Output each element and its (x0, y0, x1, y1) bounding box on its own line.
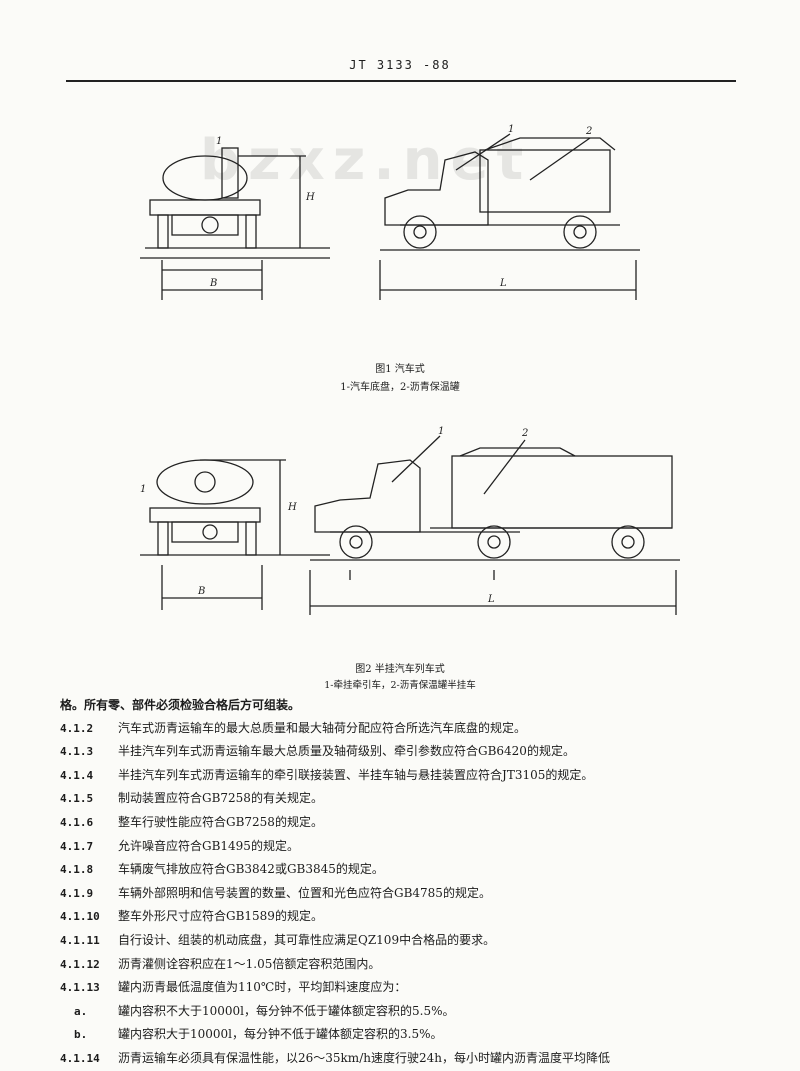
list-item: 4.1.13 罐内沥青最低温度值为110℃时，平均卸料速度应为： (60, 976, 750, 1000)
list-item: 4.1.6 整车行驶性能应符合GB7258的规定。 (60, 811, 750, 835)
figure-1-caption: 图1 汽车式 (375, 364, 425, 375)
page-header-code: JT 3133 -88 (349, 58, 451, 72)
sub-item-letter: a. (74, 1004, 88, 1018)
fig2-label-1: 1 (438, 426, 444, 437)
item-number: 4.1.7 (60, 839, 94, 853)
list-item: 4.1.5 制动装置应符合GB7258的有关规定。 (60, 787, 750, 811)
list-item: 4.1.11 自行设计、组装的机动底盘，其可靠性应满足QZ109中合格品的要求。 (60, 929, 750, 953)
item-number: 4.1.12 (60, 957, 100, 971)
list-item: 4.1.14 沥青运输车必须具有保温性能，以26～35km/h速度行驶24h，每小… (60, 1047, 750, 1071)
fig1-label-b: B (209, 278, 217, 289)
list-item: 4.1.12 沥青灌侧诠容积应在1～1.05倍额定容积范围内。 (60, 953, 750, 977)
list-item: 4.1.8 车辆废气排放应符合GB3842或GB3845的规定。 (60, 858, 750, 882)
list-item: 4.1.3 半挂汽车列车式沥青运输车最大总质量及轴荷级别、牵引参数应符合GB642… (60, 740, 750, 764)
item-number: 4.1.3 (60, 745, 94, 759)
item-text: 沥青运输车必须具有保温性能，以26～35km/h速度行驶24h，每小时罐内沥青温… (118, 1050, 610, 1065)
fig1-label-l: L (499, 278, 507, 289)
fig2-label-2: 2 (521, 428, 528, 439)
figure-1-legend: 1-汽车底盘，2-沥青保温罐 (340, 382, 460, 393)
item-number: 4.1.13 (60, 981, 100, 995)
figure-1-drawing: H B 1 1 2 L (140, 124, 640, 300)
fig1-label-small: 1 (216, 136, 222, 147)
figure-1-side-view: 1 2 L (379, 124, 640, 300)
item-text: 整车行驶性能应符合GB7258的规定。 (118, 814, 323, 829)
body-text: 格。所有零、部件必须检验合格后方可组装。 4.1.2 汽车式沥青运输车的最大总质量… (60, 694, 750, 1071)
list-item: 4.1.10 整车外形尺寸应符合GB1589的规定。 (60, 905, 750, 929)
sub-item-text: 罐内容积不大于10000l，每分钟不低于罐体额定容积的5.5%。 (118, 1003, 455, 1018)
fig2-label-small: 1 (140, 484, 146, 495)
list-item: 4.1.9 车辆外部照明和信号装置的数量、位置和光色应符合GB4785的规定。 (60, 882, 750, 906)
item-number: 4.1.6 (60, 815, 94, 829)
fig2-label-b: B (197, 586, 205, 597)
fig1-label-2: 2 (585, 126, 592, 137)
item-text: 汽车式沥青运输车的最大总质量和最大轴荷分配应符合所选汽车底盘的规定。 (118, 720, 527, 735)
intro-line: 格。所有零、部件必须检验合格后方可组装。 (60, 698, 301, 712)
item-number: 4.1.5 (60, 792, 94, 806)
item-text: 罐内沥青最低温度值为110℃时，平均卸料速度应为： (118, 980, 407, 995)
item-text: 允许噪音应符合GB1495的规定。 (118, 838, 299, 853)
item-text: 沥青灌侧诠容积应在1～1.05倍额定容积范围内。 (118, 956, 381, 971)
item-number: 4.1.9 (60, 886, 94, 900)
figure-1-front-view: H B 1 (140, 136, 330, 300)
item-text: 车辆废气排放应符合GB3842或GB3845的规定。 (118, 862, 384, 877)
sub-item: a. 罐内容积不大于10000l，每分钟不低于罐体额定容积的5.5%。 (60, 1000, 750, 1024)
fig1-label-1: 1 (508, 124, 514, 135)
header-rule (66, 80, 736, 82)
item-number: 4.1.2 (60, 721, 94, 735)
sub-item-letter: b. (74, 1028, 88, 1042)
list-item: 4.1.7 允许噪音应符合GB1495的规定。 (60, 835, 750, 859)
item-text: 制动装置应符合GB7258的有关规定。 (118, 791, 323, 806)
figure-2-drawing: H B 1 1 2 L (140, 426, 680, 615)
fig2-label-h: H (287, 502, 297, 513)
item-number: 4.1.14 (60, 1051, 100, 1065)
item-text: 半挂汽车列车式沥青运输车最大总质量及轴荷级别、牵引参数应符合GB6420的规定。 (118, 744, 575, 759)
fig2-label-l: L (487, 594, 495, 605)
figure-2-legend: 1-牵挂牵引车，2-沥青保温罐半挂车 (324, 680, 476, 691)
item-text: 半挂汽车列车式沥青运输车的牵引联接装置、半挂车轴与悬挂装置应符合JT3105的规… (118, 767, 594, 782)
item-text: 整车外形尺寸应符合GB1589的规定。 (118, 909, 323, 924)
item-number: 4.1.8 (60, 863, 94, 877)
sub-item-text: 罐内容积大于10000l，每分钟不低于罐体额定容积的3.5%。 (118, 1027, 443, 1042)
item-number: 4.1.11 (60, 933, 100, 947)
figure-2-front-view: H B 1 (140, 459, 330, 610)
list-item: 4.1.2 汽车式沥青运输车的最大总质量和最大轴荷分配应符合所选汽车底盘的规定。 (60, 717, 750, 741)
figure-2-caption: 图2 半挂汽车列车式 (355, 664, 445, 675)
fig1-label-h: H (305, 192, 315, 203)
item-text: 车辆外部照明和信号装置的数量、位置和光色应符合GB4785的规定。 (118, 885, 491, 900)
item-text: 自行设计、组装的机动底盘，其可靠性应满足QZ109中合格品的要求。 (118, 932, 496, 947)
item-number: 4.1.10 (60, 910, 100, 924)
sub-item: b. 罐内容积大于10000l，每分钟不低于罐体额定容积的3.5%。 (60, 1023, 750, 1047)
list-item: 4.1.4 半挂汽车列车式沥青运输车的牵引联接装置、半挂车轴与悬挂装置应符合JT3… (60, 764, 750, 788)
figure-2-side-view: 1 2 L (309, 426, 680, 615)
item-number: 4.1.4 (60, 768, 94, 782)
